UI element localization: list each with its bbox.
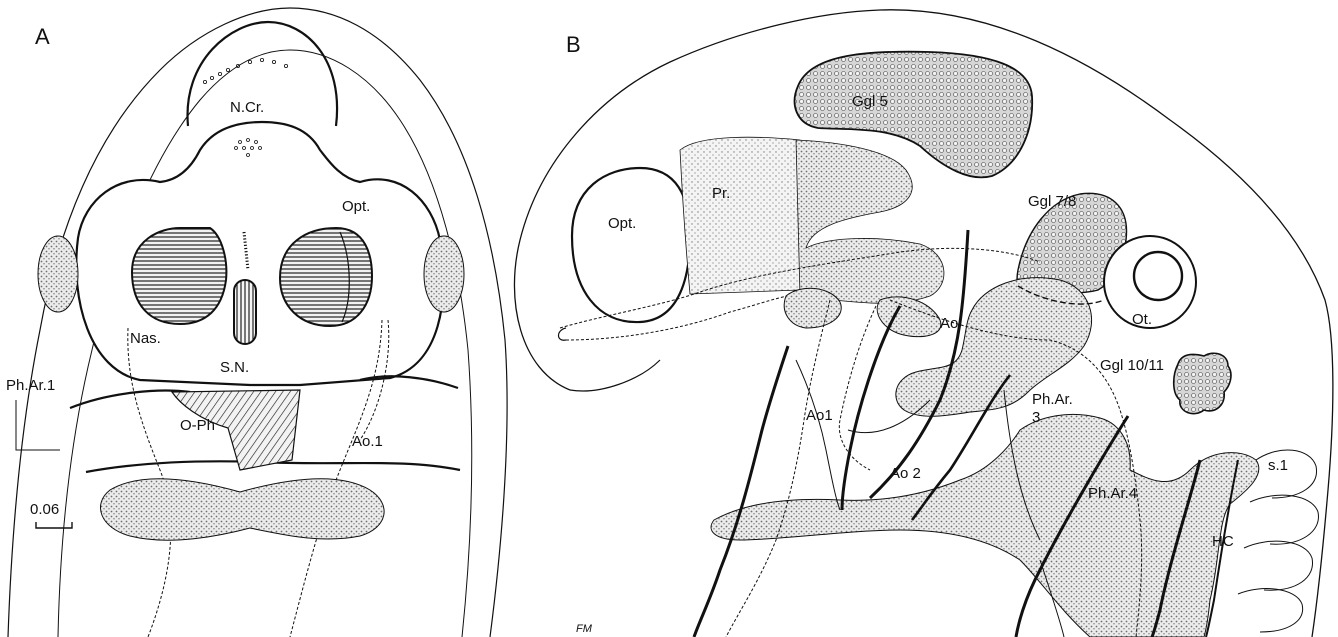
label-ao-1: Ao.1 bbox=[352, 433, 383, 450]
panel-a-letter: A bbox=[35, 24, 50, 49]
label-opt-b: Opt. bbox=[608, 215, 636, 232]
label-ph-ar-3-line1: Ph.Ar. bbox=[1032, 391, 1073, 408]
arch-line-right bbox=[360, 376, 458, 388]
label-s-n: S.N. bbox=[220, 359, 249, 376]
label-ao2: Ao 2 bbox=[890, 465, 921, 482]
lower-arch-stipple bbox=[100, 479, 384, 540]
somite-4 bbox=[1238, 589, 1303, 632]
label-ph-ar-1: Ph.Ar.1 bbox=[6, 377, 55, 394]
panel-a: A N.Cr. Opt. Nas. S.N. Ph.Ar.1 O-Ph Ao.1… bbox=[6, 8, 507, 637]
left-eye bbox=[132, 228, 226, 324]
label-ph-ar-3-line2: 3 bbox=[1032, 409, 1040, 426]
somite-3 bbox=[1244, 541, 1313, 590]
arch-thin-1 bbox=[796, 360, 840, 510]
label-nas: Nas. bbox=[130, 330, 161, 347]
label-ph-ar-4: Ph.Ar.4 bbox=[1088, 485, 1137, 502]
dotted-ao-1 bbox=[726, 300, 830, 637]
label-ot: Ot. bbox=[1132, 311, 1152, 328]
label-pr: Pr. bbox=[712, 185, 730, 202]
panel-b: B Ggl 5 Ggl 7/8 Opt. Pr. Ot. Ao Ggl 10/1… bbox=[514, 10, 1332, 637]
lower-trunk-outline bbox=[570, 360, 660, 391]
label-hc: HC bbox=[1212, 533, 1234, 550]
artist-signature: FM bbox=[576, 623, 593, 635]
prosencephalon-light bbox=[680, 137, 800, 294]
label-ggl-10-11: Ggl 10/11 bbox=[1100, 357, 1164, 374]
label-o-ph: O-Ph bbox=[180, 417, 215, 434]
label-s1: s.1 bbox=[1268, 457, 1288, 474]
somite-2 bbox=[1250, 495, 1318, 544]
stipple-mid bbox=[784, 288, 841, 328]
vessel-upper bbox=[694, 346, 788, 637]
right-ear-rudiment bbox=[424, 236, 464, 312]
scale-bar-label: 0.06 bbox=[30, 501, 59, 518]
dotted-ao-2 bbox=[839, 306, 876, 470]
stipple-lower-band bbox=[711, 414, 1259, 637]
label-ao1: Ao1 bbox=[806, 407, 833, 424]
label-ao: Ao bbox=[940, 315, 958, 332]
otic-vesicle-inner bbox=[1134, 252, 1182, 300]
left-ear-rudiment bbox=[38, 236, 78, 312]
optic-vesicle bbox=[572, 168, 690, 322]
label-ggl-7-8: Ggl 7/8 bbox=[1028, 193, 1076, 210]
right-eye bbox=[280, 228, 372, 326]
prosencephalon-dark bbox=[796, 140, 944, 303]
label-n-cr: N.Cr. bbox=[230, 99, 264, 116]
ggl-10-11 bbox=[1174, 353, 1231, 413]
arch-line-upper bbox=[70, 391, 190, 408]
label-ggl-5: Ggl 5 bbox=[852, 93, 888, 110]
scale-bar bbox=[36, 522, 72, 528]
label-opt-a: Opt. bbox=[342, 198, 370, 215]
s-n-structure bbox=[234, 280, 256, 344]
stalk-tip bbox=[559, 328, 567, 340]
panel-b-letter: B bbox=[566, 32, 581, 57]
